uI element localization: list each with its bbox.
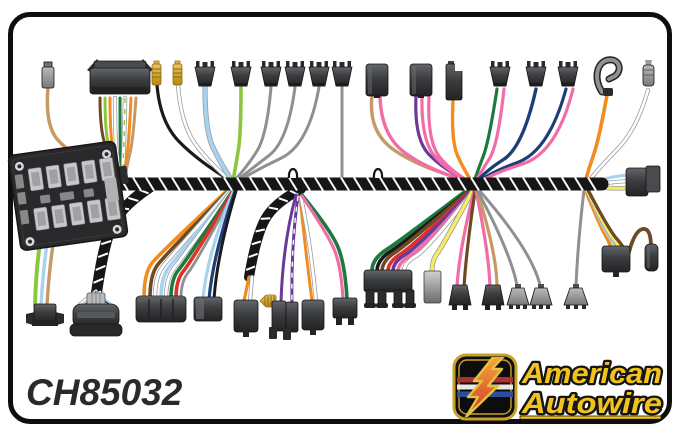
lightning-bolt-icon: [464, 357, 506, 417]
part-number: CH85032: [26, 372, 183, 413]
brand-underline: [519, 415, 662, 420]
brand-logo-graphic: American Autowire: [452, 353, 664, 422]
lightning-badge: [452, 353, 518, 421]
brand-line2: Autowire: [521, 388, 662, 420]
brand-line1: American: [521, 358, 662, 390]
brand-logo: American Autowire: [452, 352, 667, 424]
